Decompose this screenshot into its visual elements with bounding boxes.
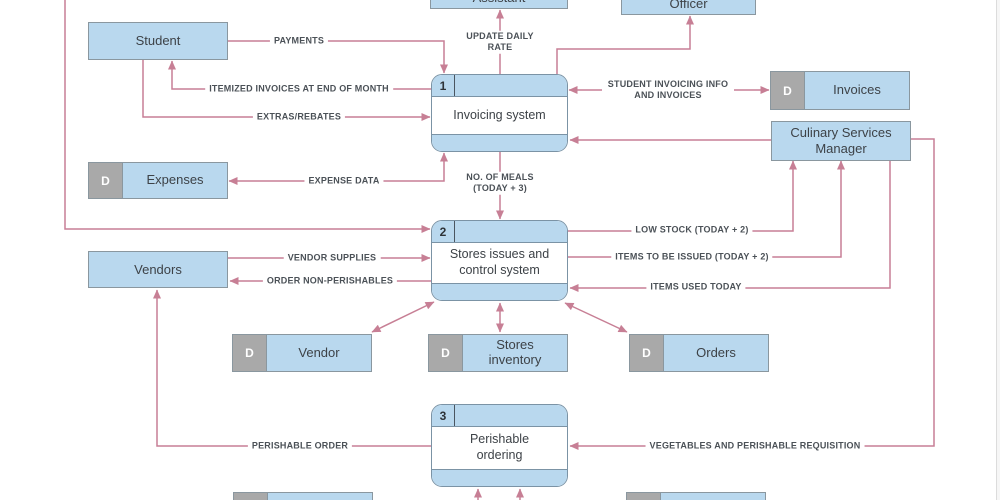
entity-assistant[interactable]: Assistant — [430, 0, 568, 9]
store-orders-label: Orders — [696, 344, 736, 360]
flow-label-itemized-invoices: ITEMIZED INVOICES AT END OF MONTH — [205, 83, 393, 95]
flow-label-perishable-order: PERISHABLE ORDER — [247, 440, 353, 452]
process-1-label: Invoicing system — [453, 107, 546, 122]
flow-line-items-to-be-issued — [568, 160, 845, 258]
flow-label-expense-data: EXPENSE DATA — [304, 175, 384, 187]
entity-vendors[interactable]: Vendors — [88, 251, 228, 288]
store-bottom-right-tag — [627, 493, 661, 500]
flow-label-no-of-meals: NO. OF MEALS (TODAY + 3) — [450, 171, 550, 195]
store-orders[interactable]: D Orders — [629, 334, 769, 372]
store-expenses[interactable]: D Expenses — [88, 162, 228, 199]
process-3-footer — [432, 469, 567, 486]
process-invoicing-system[interactable]: 1 Invoicing system — [431, 74, 568, 152]
entity-vendors-label: Vendors — [134, 261, 182, 277]
process-1-footer — [432, 134, 567, 151]
store-bottom-left-tag — [234, 493, 268, 500]
entity-assistant-label: Assistant — [473, 0, 526, 6]
store-stores-inventory-tag: D — [429, 335, 463, 371]
flow-label-vendor-supplies: VENDOR SUPPLIES — [283, 252, 381, 264]
flow-line-low-stock — [568, 160, 797, 232]
flow-line-expense-data — [228, 152, 448, 185]
flow-label-veg-requisition: VEGETABLES AND PERISHABLE REQUISITION — [645, 440, 865, 452]
flow-label-low-stock: LOW STOCK (TODAY + 2) — [631, 224, 753, 236]
store-bottom-right-label — [661, 493, 765, 500]
flow-label-update-daily-rate: UPDATE DAILY RATE — [453, 30, 547, 54]
flow-label-student-invoicing-info: STUDENT INVOICING INFO AND INVOICES — [602, 78, 734, 102]
process-1-header: 1 — [432, 75, 567, 97]
store-expenses-tag: D — [89, 163, 123, 198]
store-invoices[interactable]: D Invoices — [770, 71, 910, 110]
store-vendor-label: Vendor — [298, 344, 340, 360]
store-stores-inventory[interactable]: D Stores inventory — [428, 334, 568, 372]
entity-student-label: Student — [135, 33, 181, 49]
store-orders-tag: D — [630, 335, 664, 371]
process-3-number: 3 — [432, 405, 455, 426]
flow-label-order-non-perishables: ORDER NON-PERISHABLES — [262, 275, 398, 287]
flow-line-veg-requisition — [569, 138, 935, 450]
process-2-label: Stores issues and control system — [449, 247, 550, 277]
process-perishable-ordering[interactable]: 3 Perishable ordering — [431, 404, 568, 487]
store-expenses-label: Expenses — [146, 172, 204, 188]
flow-line-orders-store-link — [564, 302, 628, 333]
flow-line-payments — [227, 40, 448, 74]
store-bottom-right-cutoff[interactable] — [626, 492, 766, 500]
entity-culinary-services-manager[interactable]: Culinary Services Manager — [771, 121, 911, 161]
entity-officer[interactable]: Officer — [621, 0, 756, 15]
store-invoices-tag: D — [771, 72, 805, 109]
flow-line-to-officer — [556, 15, 694, 74]
flow-label-items-used-today: ITEMS USED TODAY — [646, 281, 746, 293]
process-2-footer — [432, 283, 567, 300]
store-bottom-left-label — [268, 493, 372, 500]
store-stores-inventory-label: Stores inventory — [488, 337, 542, 367]
process-3-header: 3 — [432, 405, 567, 427]
entity-student[interactable]: Student — [88, 22, 228, 60]
store-vendor[interactable]: D Vendor — [232, 334, 372, 372]
flow-label-extras-rebates: EXTRAS/REBATES — [252, 111, 346, 123]
store-bottom-left-cutoff[interactable] — [233, 492, 373, 500]
canvas-right-edge — [996, 0, 1000, 500]
flow-line-left-long — [64, 0, 431, 233]
flow-line-vendor-store-link — [371, 301, 435, 333]
flow-label-items-to-be-issued: ITEMS TO BE ISSUED (TODAY + 2) — [611, 251, 773, 263]
process-1-number: 1 — [432, 75, 455, 96]
entity-officer-label: Officer — [669, 0, 708, 12]
store-invoices-label: Invoices — [833, 82, 881, 98]
store-vendor-tag: D — [233, 335, 267, 371]
process-2-header: 2 — [432, 221, 567, 243]
process-3-label: Perishable ordering — [469, 432, 530, 462]
process-stores-issues-control[interactable]: 2 Stores issues and control system — [431, 220, 568, 301]
flow-label-payments: PAYMENTS — [269, 35, 329, 47]
process-2-number: 2 — [432, 221, 455, 242]
entity-csm-label: Culinary Services Manager — [790, 125, 892, 156]
